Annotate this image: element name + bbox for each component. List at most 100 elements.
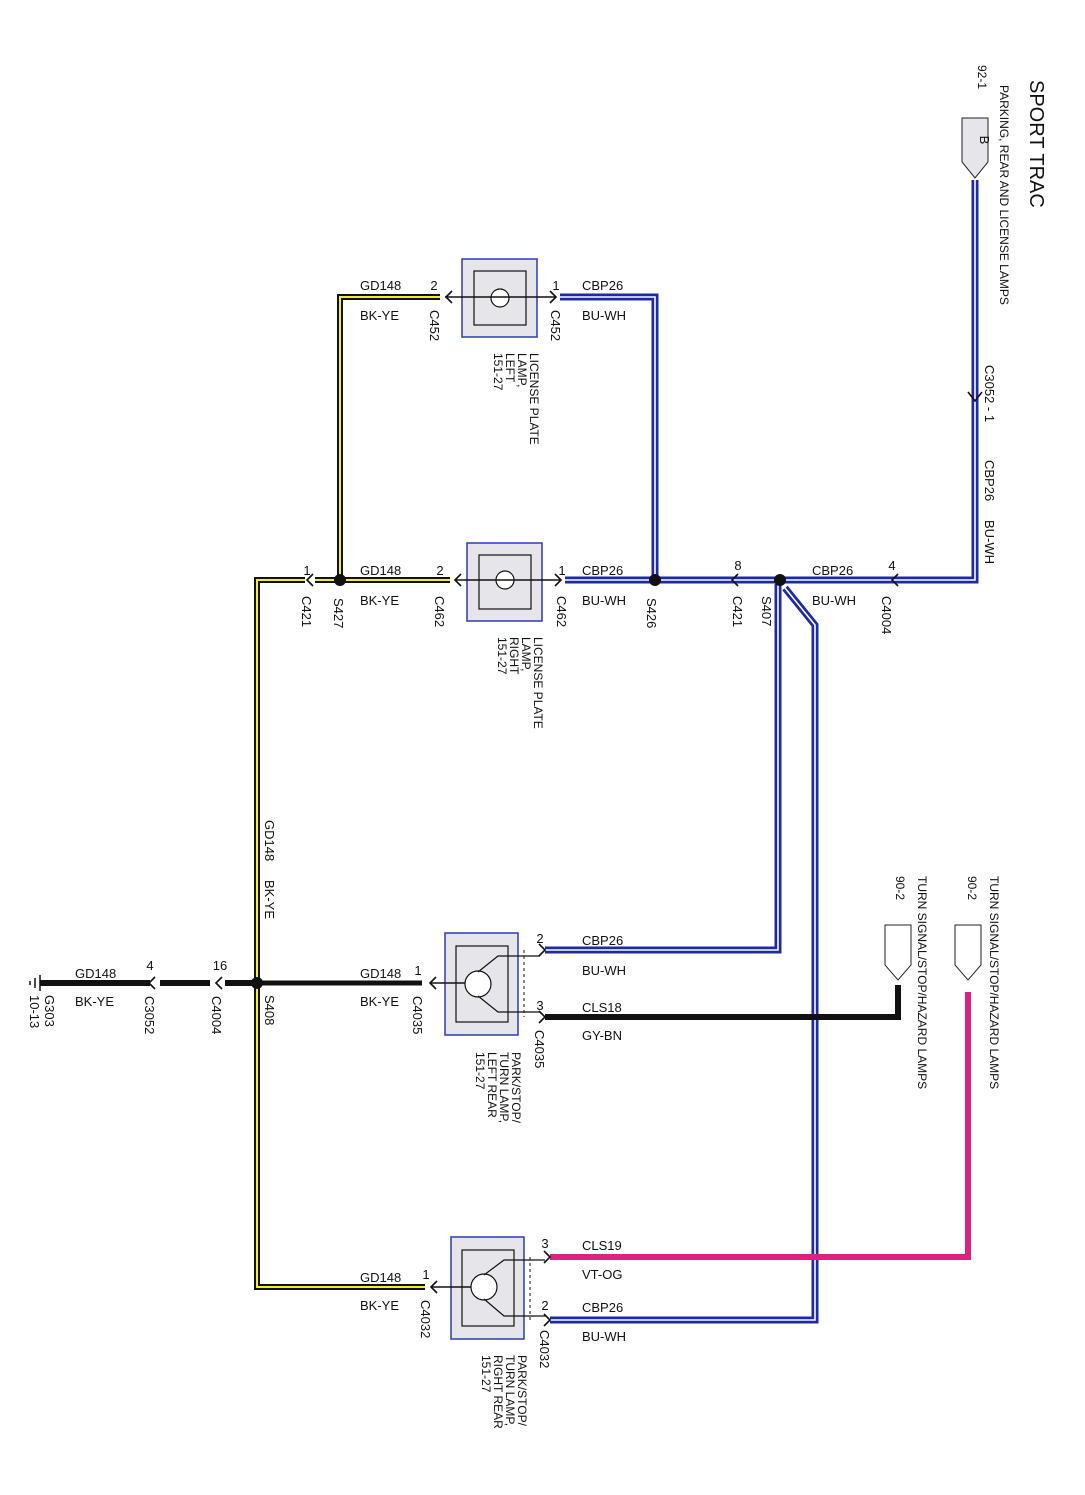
c4035-pin-1: 1 bbox=[414, 963, 421, 978]
c4035-pin-3: 3 bbox=[536, 998, 543, 1013]
c4032-gd148-name: GD148 bbox=[360, 1270, 401, 1285]
c4004-16-connector[interactable] bbox=[214, 976, 223, 990]
c452-1-connector[interactable] bbox=[549, 290, 558, 304]
svg-text:151-27: 151-27 bbox=[473, 1052, 487, 1090]
ground-gd148-color: BK-YE bbox=[75, 994, 114, 1009]
c421-8-label: C421 bbox=[730, 596, 745, 627]
c4035-cbp26-color: BU-WH bbox=[582, 963, 626, 978]
svg-text:TURN LAMP,: TURN LAMP, bbox=[497, 1052, 511, 1123]
c4035-3-label: C4035 bbox=[532, 1030, 547, 1068]
c4032-pin-2: 2 bbox=[541, 1298, 548, 1313]
c4035-1-connector[interactable] bbox=[428, 976, 437, 990]
c462-gd148-name: GD148 bbox=[360, 563, 401, 578]
park-stop-turn-lamp-left-rear[interactable] bbox=[430, 932, 540, 1036]
c4035-pin-2: 2 bbox=[536, 931, 543, 946]
dual-filament-bulb-icon bbox=[470, 1273, 498, 1301]
c462-2-connector[interactable] bbox=[453, 573, 462, 587]
svg-text:LICENSE PLATE: LICENSE PLATE bbox=[527, 353, 541, 445]
svg-text:RIGHT: RIGHT bbox=[507, 637, 521, 675]
source-page: 92-1 bbox=[975, 65, 989, 89]
c462-pin-1: 1 bbox=[558, 563, 565, 578]
c4035-2-connector[interactable] bbox=[538, 943, 547, 957]
s426-label: S426 bbox=[644, 598, 659, 628]
c462-1-label: C462 bbox=[554, 596, 569, 627]
license-plate-lamp-right[interactable] bbox=[455, 542, 561, 622]
c3052-4-label: C3052 bbox=[142, 996, 157, 1034]
splice-s408[interactable] bbox=[251, 977, 263, 989]
c421-1-connector[interactable] bbox=[305, 573, 314, 587]
c452-gd148-color: BK-YE bbox=[360, 308, 399, 323]
c3052-pin-4: 4 bbox=[146, 958, 153, 973]
c4004-pin: 4 bbox=[888, 558, 895, 573]
svg-text:LEFT REAR: LEFT REAR bbox=[485, 1052, 499, 1118]
svg-text:LAMP,: LAMP, bbox=[519, 637, 533, 671]
wire-gd148-left-license bbox=[337, 294, 440, 580]
c4035-1-label: C4035 bbox=[410, 996, 425, 1034]
c462-gd148-color: BK-YE bbox=[360, 593, 399, 608]
svg-text:RIGHT REAR: RIGHT REAR bbox=[491, 1355, 505, 1429]
splice-s426[interactable] bbox=[649, 574, 661, 586]
ground-page: 10-13 bbox=[27, 995, 42, 1028]
trunk-gd148-color: BK-YE bbox=[262, 880, 277, 919]
wire-cls19 bbox=[550, 992, 971, 1260]
c4035-3-connector[interactable] bbox=[538, 1010, 547, 1024]
lamp-left-rear-label: PARK/STOP/ TURN LAMP, LEFT REAR 151-27 bbox=[473, 1052, 523, 1124]
s407-label: S407 bbox=[759, 596, 774, 626]
c4032-pin-1: 1 bbox=[422, 1267, 429, 1282]
c4032-1-connector[interactable] bbox=[429, 1280, 438, 1294]
c4032-3-connector[interactable] bbox=[543, 1250, 552, 1264]
c421-1-label: C421 bbox=[299, 596, 314, 627]
c4032-cbp26-name: CBP26 bbox=[582, 1300, 623, 1315]
c452-pin-1: 1 bbox=[552, 278, 559, 293]
ground-name: G303 bbox=[42, 995, 57, 1027]
turn-source-left-page: 90-2 bbox=[893, 876, 907, 900]
c4035-gd148-color: BK-YE bbox=[360, 994, 399, 1009]
c452-2-connector[interactable] bbox=[444, 290, 453, 304]
c4032-2-connector[interactable] bbox=[543, 1313, 552, 1327]
c3052-1-connector[interactable] bbox=[967, 391, 983, 403]
c452-pin-2: 2 bbox=[430, 278, 437, 293]
c462-1-connector[interactable] bbox=[554, 573, 563, 587]
labels: SPORT TRAC PARKING, REAR AND LICENSE LAM… bbox=[27, 65, 1047, 1429]
wire-cbp26-to-right-rear bbox=[550, 585, 819, 1324]
c4035-gd148-name: GD148 bbox=[360, 966, 401, 981]
park-stop-turn-lamp-right-rear[interactable] bbox=[432, 1236, 545, 1340]
c4032-cbp26-color: BU-WH bbox=[582, 1329, 626, 1344]
license-plate-lamp-left[interactable] bbox=[445, 258, 556, 338]
source-label: PARKING, REAR AND LICENSE LAMPS bbox=[997, 85, 1011, 305]
s427-label: S427 bbox=[331, 598, 346, 628]
splice-s427[interactable] bbox=[334, 574, 346, 586]
svg-text:LAMP,: LAMP, bbox=[515, 353, 529, 387]
source-parking-rear-license[interactable]: B bbox=[961, 117, 992, 179]
c462-cbp26-color: BU-WH bbox=[582, 593, 626, 608]
cbp26-vertical-color: BU-WH bbox=[982, 520, 997, 564]
c3052-4-connector[interactable] bbox=[147, 976, 156, 990]
splice-s407[interactable] bbox=[774, 574, 786, 586]
svg-text:LICENSE PLATE: LICENSE PLATE bbox=[531, 637, 545, 729]
c452-2-label: C452 bbox=[427, 310, 442, 341]
source-turn-right[interactable] bbox=[954, 924, 982, 981]
ground-symbol-icon bbox=[29, 975, 41, 991]
c452-cbp26-name: CBP26 bbox=[582, 278, 623, 293]
c4004-pin-16: 16 bbox=[213, 958, 227, 973]
svg-text:PARK/STOP/: PARK/STOP/ bbox=[509, 1052, 523, 1124]
cbp26-top-name: CBP26 bbox=[812, 563, 853, 578]
cls18-color: GY-BN bbox=[582, 1028, 622, 1043]
svg-text:PARK/STOP/: PARK/STOP/ bbox=[515, 1355, 529, 1427]
svg-text:151-27: 151-27 bbox=[479, 1355, 493, 1393]
lamp-bulb-icon bbox=[490, 288, 510, 308]
license-plate-lamp-right-label: LICENSE PLATE LAMP, RIGHT 151-27 bbox=[495, 637, 545, 729]
c4035-cbp26-name: CBP26 bbox=[582, 933, 623, 948]
c452-1-label: C452 bbox=[548, 310, 563, 341]
wire-cbp26-to-left-license bbox=[560, 293, 659, 580]
turn-source-right-label: TURN SIGNAL/STOP/HAZARD LAMPS bbox=[987, 876, 1001, 1089]
source-turn-left[interactable] bbox=[884, 924, 912, 981]
cls19-color: VT-OG bbox=[582, 1267, 622, 1282]
wire-cls18 bbox=[545, 985, 901, 1020]
c4004-label: C4004 bbox=[879, 596, 894, 634]
cbp26-vertical-name: CBP26 bbox=[982, 460, 997, 501]
c421-8-connector[interactable] bbox=[730, 573, 739, 587]
c4004-connector[interactable] bbox=[890, 573, 899, 587]
svg-text:TURN LAMP,: TURN LAMP, bbox=[503, 1355, 517, 1426]
